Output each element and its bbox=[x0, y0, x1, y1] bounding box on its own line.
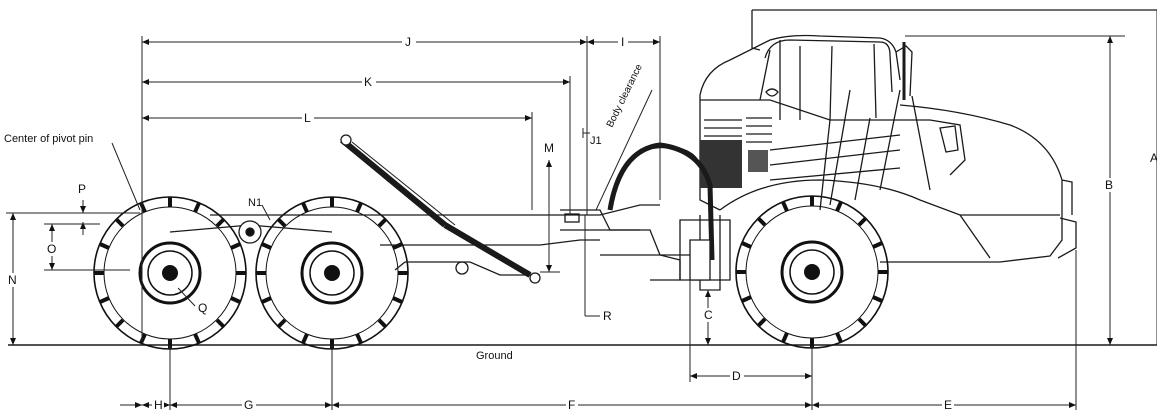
dimension-labels: J I K L M J1 Body clearance Center of pi… bbox=[4, 35, 1157, 412]
front-wheel bbox=[735, 195, 889, 349]
label-E: E bbox=[944, 398, 952, 412]
label-K: K bbox=[364, 75, 372, 89]
label-D: D bbox=[732, 369, 741, 383]
rear-frame bbox=[169, 134, 715, 284]
label-A: A bbox=[1150, 151, 1157, 165]
label-P: P bbox=[78, 182, 86, 196]
label-N: N bbox=[8, 273, 17, 287]
label-N1: N1 bbox=[248, 197, 262, 209]
label-F: F bbox=[568, 398, 575, 412]
label-Q: Q bbox=[198, 301, 207, 315]
rear-wheel-front bbox=[255, 196, 409, 350]
label-C: C bbox=[704, 308, 713, 322]
label-H: H bbox=[154, 398, 163, 412]
label-J1: J1 bbox=[590, 135, 602, 147]
label-M: M bbox=[544, 141, 554, 155]
label-J: J bbox=[405, 35, 411, 49]
label-body-clearance: Body clearance bbox=[605, 62, 645, 129]
label-I: I bbox=[621, 35, 624, 49]
rear-wheel-back bbox=[93, 196, 247, 350]
label-B: B bbox=[1105, 178, 1113, 192]
label-L: L bbox=[304, 111, 311, 125]
label-G: G bbox=[244, 398, 253, 412]
label-R: R bbox=[603, 309, 612, 323]
cab-and-front-body bbox=[679, 9, 1157, 291]
label-O: O bbox=[47, 242, 56, 256]
label-center-of-pivot-pin: Center of pivot pin bbox=[4, 133, 93, 145]
label-ground: Ground bbox=[476, 350, 513, 362]
